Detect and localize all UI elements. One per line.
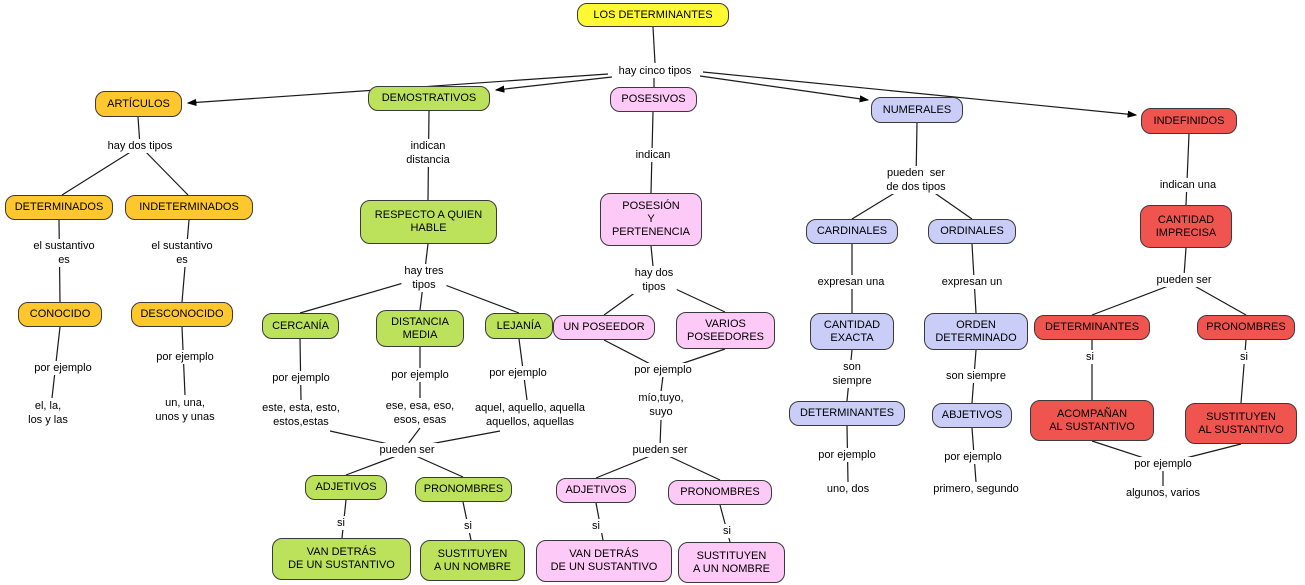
link-hay-tres-tipos[interactable]: hay tres tipos bbox=[401, 264, 447, 292]
link-indican-distancia[interactable]: indican distancia bbox=[403, 139, 453, 167]
link-por-ejemplo-distancia-media[interactable]: por ejemplo bbox=[388, 368, 452, 382]
link-expresan-un[interactable]: expresan un bbox=[938, 275, 1006, 289]
link-indican-una[interactable]: indican una bbox=[1156, 178, 1220, 192]
node-demostrativos[interactable]: DEMOSTRATIVOS bbox=[368, 86, 490, 111]
link-por-ejemplo-indefinidos[interactable]: por ejemplo bbox=[1131, 457, 1195, 471]
link-hay-dos-tipos-posesivos[interactable]: hay dos tipos bbox=[631, 266, 677, 294]
link-por-ejemplo-lejania[interactable]: por ejemplo bbox=[486, 366, 550, 380]
link-el-sustantivo-es-1[interactable]: el sustantivo es bbox=[30, 239, 98, 267]
link-hay-dos-tipos-articulos[interactable]: hay dos tipos bbox=[104, 139, 176, 153]
node-pronombres-demostrativos[interactable]: PRONOMBRES bbox=[415, 477, 512, 502]
node-orden-determinado[interactable]: ORDEN DETERMINADO bbox=[924, 313, 1028, 350]
node-desconocido[interactable]: DESCONOCIDO bbox=[131, 302, 233, 327]
link-por-ejemplo-posesivos[interactable]: por ejemplo bbox=[631, 363, 695, 377]
link-si-adjetivos-demostrativos[interactable]: si bbox=[334, 516, 348, 530]
node-lejania[interactable]: LEJANÍA bbox=[485, 313, 553, 339]
node-posesion-y-pertenencia[interactable]: POSESIÓN Y PERTENENCIA bbox=[600, 193, 702, 246]
node-cercania[interactable]: CERCANÍA bbox=[262, 313, 339, 339]
node-determinantes-numerales[interactable]: DETERMINANTES bbox=[789, 401, 905, 426]
node-acompanan-al-sustantivo[interactable]: ACOMPAÑAN AL SUSTANTIVO bbox=[1030, 400, 1154, 441]
link-hay-cinco-tipos[interactable]: hay cinco tipos bbox=[615, 64, 695, 78]
example-uno-dos[interactable]: uno, dos bbox=[823, 482, 873, 496]
node-un-poseedor[interactable]: UN POSEEDOR bbox=[553, 315, 655, 340]
link-por-ejemplo-desconocido[interactable]: por ejemplo bbox=[153, 350, 217, 364]
node-numerales[interactable]: NUMERALES bbox=[871, 97, 963, 123]
example-primero-segundo[interactable]: primero, segundo bbox=[930, 482, 1022, 496]
node-cardinales[interactable]: CARDINALES bbox=[806, 219, 898, 244]
example-algunos-varios[interactable]: algunos, varios bbox=[1123, 486, 1203, 500]
example-un-una-unos-unas[interactable]: un, una, unos y unas bbox=[152, 396, 218, 424]
link-pueden-ser-posesivos[interactable]: pueden ser bbox=[629, 443, 691, 457]
node-sustituyen-demostrativos[interactable]: SUSTITUYEN A UN NOMBRE bbox=[420, 540, 525, 581]
node-sustituyen-posesivos[interactable]: SUSTITUYEN A UN NOMBRE bbox=[678, 542, 785, 583]
node-determinantes-indefinidos[interactable]: DETERMINANTES bbox=[1034, 315, 1150, 340]
example-aquel-aquello[interactable]: aquel, aquello, aquella aquellos, aquell… bbox=[471, 401, 589, 429]
node-determinados[interactable]: DETERMINADOS bbox=[5, 195, 113, 220]
link-pueden-ser-demostrativos[interactable]: pueden ser bbox=[376, 443, 438, 457]
link-si-pronombres-indefinidos[interactable]: si bbox=[1237, 350, 1251, 364]
link-son-siempre-cardinales[interactable]: son siempre bbox=[829, 360, 875, 388]
link-son-siempre-ordinales[interactable]: son siempre bbox=[943, 369, 1009, 383]
node-pronombres-indefinidos[interactable]: PRONOMBRES bbox=[1197, 315, 1295, 340]
node-articulos[interactable]: ARTÍCULOS bbox=[95, 91, 182, 117]
node-los-determinantes[interactable]: LOS DETERMINANTES bbox=[577, 3, 729, 27]
node-conocido[interactable]: CONOCIDO bbox=[18, 302, 102, 327]
link-pueden-ser-de-dos-tipos[interactable]: pueden ser de dos tipos bbox=[883, 166, 949, 194]
node-indefinidos[interactable]: INDEFINIDOS bbox=[1141, 108, 1237, 134]
example-mio-tuyo-suyo[interactable]: mío,tuyo, suyo bbox=[635, 391, 687, 419]
link-expresan-una[interactable]: expresan una bbox=[814, 275, 888, 289]
link-si-adjetivos-posesivos[interactable]: si bbox=[589, 519, 603, 533]
example-este-esta[interactable]: este, esta, esto, estos,estas bbox=[259, 401, 343, 429]
link-si-determinantes-indefinidos[interactable]: si bbox=[1083, 350, 1097, 364]
example-ese-esa[interactable]: ese, esa, eso, esos, esas bbox=[382, 399, 458, 427]
node-adjetivos-posesivos[interactable]: ADJETIVOS bbox=[556, 478, 636, 503]
node-pronombres-posesivos[interactable]: PRONOMBRES bbox=[668, 480, 772, 505]
link-por-ejemplo-ordinales[interactable]: por ejemplo bbox=[941, 450, 1005, 464]
link-el-sustantivo-es-2[interactable]: el sustantivo es bbox=[148, 239, 216, 267]
link-indican-posesivos[interactable]: indican bbox=[632, 148, 674, 162]
node-van-detras-posesivos[interactable]: VAN DETRÁS DE UN SUSTANTIVO bbox=[536, 540, 672, 582]
node-adjetivos-demostrativos[interactable]: ADJETIVOS bbox=[305, 475, 387, 500]
node-cantidad-imprecisa[interactable]: CANTIDAD IMPRECISA bbox=[1140, 205, 1232, 248]
link-por-ejemplo-conocido[interactable]: por ejemplo bbox=[31, 361, 95, 375]
node-ordinales[interactable]: ORDINALES bbox=[928, 219, 1016, 244]
example-el-la-los-las[interactable]: el, la, los y las bbox=[25, 399, 71, 427]
node-distancia-media[interactable]: DISTANCIA MEDIA bbox=[376, 310, 464, 347]
link-por-ejemplo-cercania[interactable]: por ejemplo bbox=[269, 371, 333, 385]
node-cantidad-exacta[interactable]: CANTIDAD EXACTA bbox=[810, 313, 894, 350]
link-si-pronombres-demostrativos[interactable]: si bbox=[461, 519, 475, 533]
node-posesivos[interactable]: POSESIVOS bbox=[610, 87, 697, 112]
node-indeterminados[interactable]: INDETERMINADOS bbox=[125, 195, 253, 220]
node-varios-poseedores[interactable]: VARIOS POSEEDORES bbox=[676, 312, 775, 349]
link-pueden-ser-indefinidos[interactable]: pueden ser bbox=[1153, 273, 1215, 287]
node-respecto-a-quien-hable[interactable]: RESPECTO A QUIEN HABLE bbox=[360, 200, 497, 244]
node-abjetivos[interactable]: ABJETIVOS bbox=[932, 403, 1012, 428]
node-sustituyen-al-sustantivo[interactable]: SUSTITUYEN AL SUSTANTIVO bbox=[1185, 403, 1297, 444]
node-van-detras-demostrativos[interactable]: VAN DETRÁS DE UN SUSTANTIVO bbox=[272, 538, 411, 580]
link-si-pronombres-posesivos[interactable]: si bbox=[720, 524, 734, 538]
link-por-ejemplo-cardinales[interactable]: por ejemplo bbox=[815, 448, 879, 462]
